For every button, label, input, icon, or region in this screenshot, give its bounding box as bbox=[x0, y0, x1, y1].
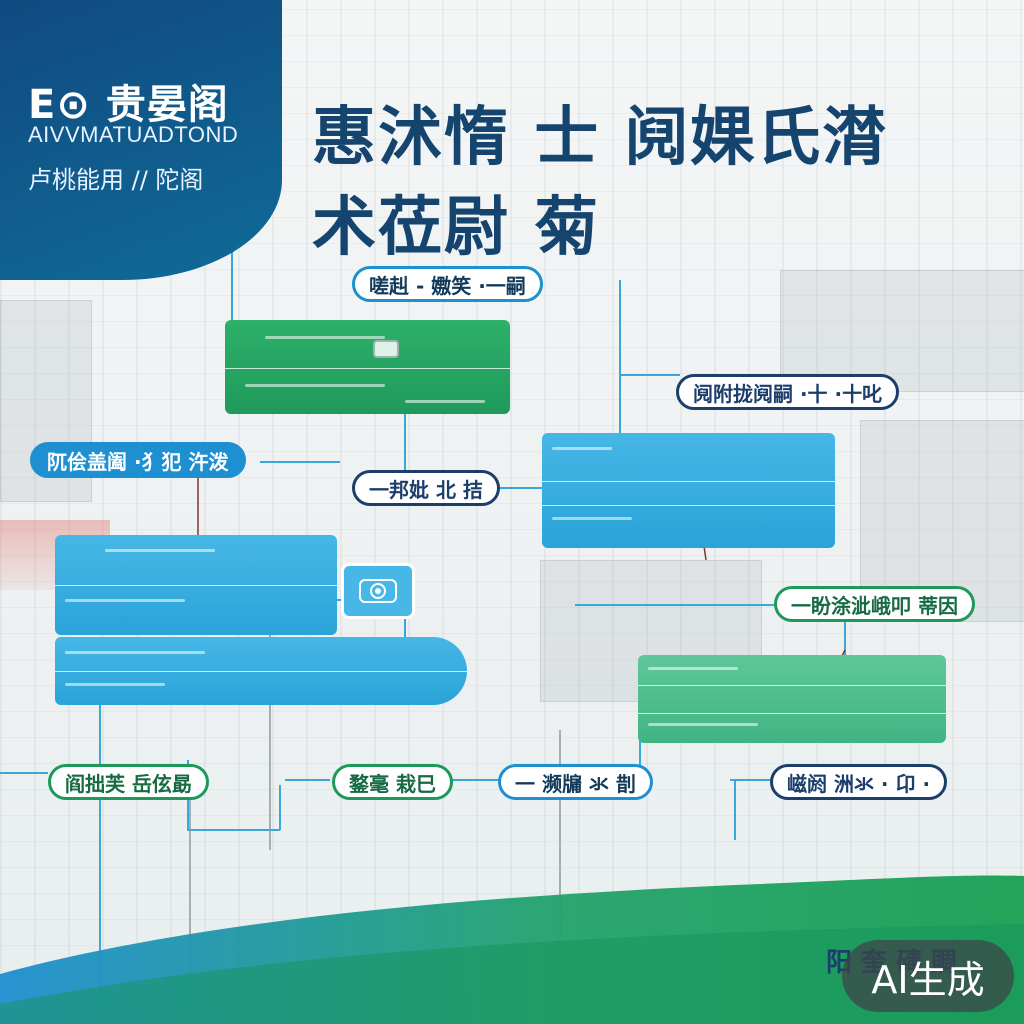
banner-subtitle-cn: 卢桃能用 // 陀阁 bbox=[28, 166, 204, 194]
label-bottom-right: 嵫阏 洲氺 · 卬 · bbox=[770, 764, 948, 800]
panel-cyan-left-bottom bbox=[55, 637, 467, 705]
banner-logo: E⊙ 贵晏阁 bbox=[28, 82, 229, 128]
label-bottom-center-left: 鍪毫 栽巳 bbox=[332, 764, 453, 800]
panel-mint-right bbox=[638, 655, 946, 743]
label-right-mid: 一盼涂泚峨叩 蒂因 bbox=[774, 586, 975, 622]
camera-icon bbox=[359, 579, 397, 603]
main-title-line2: 术莅尉 菊 bbox=[312, 191, 601, 265]
header-banner: E⊙ 贵晏阁 AIVVMATUADTOND 卢桃能用 // 陀阁 bbox=[0, 0, 282, 280]
main-title-line1: 惠沭惰 士 阋婐氏潸 bbox=[312, 101, 889, 175]
panel-cyan-right bbox=[542, 433, 835, 548]
label-left-mid: 阢侩盖阖 ·犭犯 汻泼 bbox=[30, 442, 246, 478]
ai-generated-badge: AI生成 bbox=[842, 940, 1014, 1012]
scanner-icon-box bbox=[341, 563, 415, 619]
label-bottom-left: 阎拙芙 岳伭勗 bbox=[48, 764, 209, 800]
label-center-mid: 一邦妣 北 拮 bbox=[352, 470, 500, 506]
panel-cyan-left-top bbox=[55, 535, 337, 635]
label-bottom-center-right: 一 濒牖 氺 剒 bbox=[498, 764, 653, 800]
label-top-center: 嗟赳 - 嫐笑 ·一嗣 bbox=[352, 266, 543, 302]
panel-green-top bbox=[225, 320, 510, 414]
background-building bbox=[780, 270, 1024, 392]
label-right-upper: 阋附拢阋嗣 ·十 ·十叱 bbox=[676, 374, 900, 410]
bottom-wave bbox=[0, 875, 1024, 1024]
banner-subtitle-en: AIVVMATUADTOND bbox=[28, 122, 239, 147]
